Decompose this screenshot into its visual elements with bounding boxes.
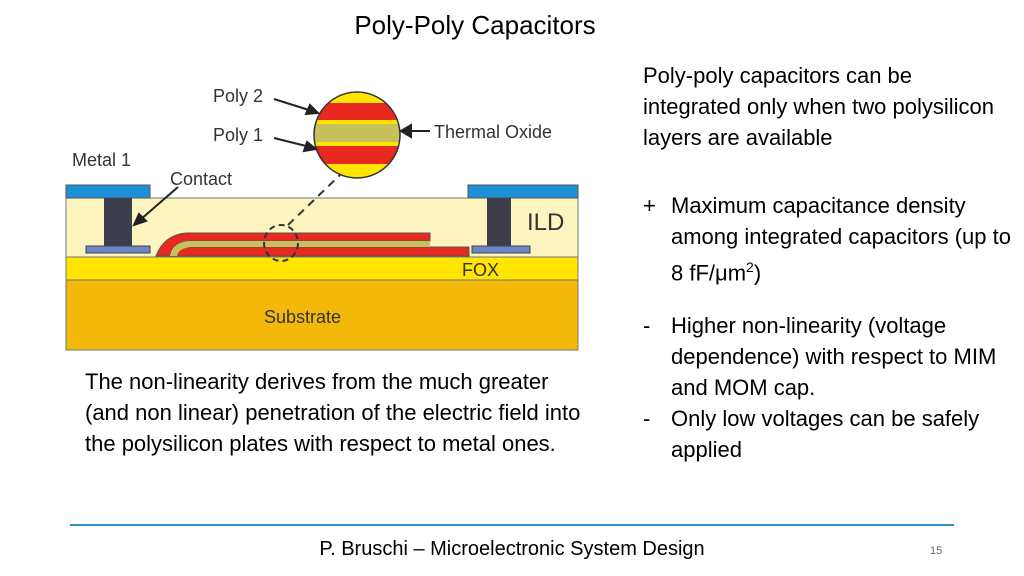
label-metal1: Metal 1 [72,150,131,170]
contact-left [104,198,132,246]
label-poly1: Poly 1 [213,125,263,145]
label-fox: FOX [462,260,499,280]
nonlinearity-note: The non-linearity derives from the much … [85,369,581,456]
mu-symbol: μ [715,260,728,286]
zoom-line [287,174,341,226]
slide-title: Poly-Poly Capacitors [354,10,596,40]
bullet-text-2: Higher non-linearity (voltage dependence… [671,313,997,401]
poly1-plate [165,246,470,257]
label-contact: Contact [170,169,232,189]
bullet-item-con-2: - Only low voltages can be safely applie… [643,403,1018,465]
landing-pad-left [85,245,151,254]
label-ild: ILD [527,209,564,236]
bullet-item-con-1: - Higher non-linearity (voltage dependen… [643,310,1018,403]
label-poly2: Poly 2 [213,86,263,106]
bullet-text-1a: Maximum capacitance density among integr… [671,193,1011,286]
bullet-text-3: Only low voltages can be safely applied [671,406,980,463]
bullet-mark-minus: - [643,406,651,432]
label-arrows [132,98,430,227]
intro-text: Poly-poly capacitors can be integrated o… [643,63,994,150]
bullet-mark-plus: + [643,193,656,218]
superscript: 2 [746,259,754,275]
zoom-target-circle [263,224,299,262]
bullet-text-1c: ) [753,260,762,286]
footer-divider [70,524,954,526]
label-substrate: Substrate [264,307,341,327]
bullet-item-pro: + Maximum capacitance density among inte… [643,190,1018,288]
cross-section-diagram: Poly 2 Poly 1 Thermal Oxide Metal 1 Cont… [65,86,579,351]
bullet-mark-minus: - [643,313,651,339]
label-thermal-oxide: Thermal Oxide [434,122,552,142]
substrate-layer [65,279,579,351]
bullet-text-1b: m [727,260,747,286]
fox-layer [65,256,579,281]
bullet-list: + Maximum capacitance density among inte… [643,190,1018,465]
zoom-circle [314,92,400,178]
metal1-right [467,184,579,199]
footer-text: P. Bruschi – Microelectronic System Desi… [319,538,705,560]
page-number: 15 [930,545,943,557]
landing-pad-right [471,245,531,254]
oxide-layer [170,241,430,256]
contact-right [487,198,511,246]
metal1-left [65,184,151,199]
